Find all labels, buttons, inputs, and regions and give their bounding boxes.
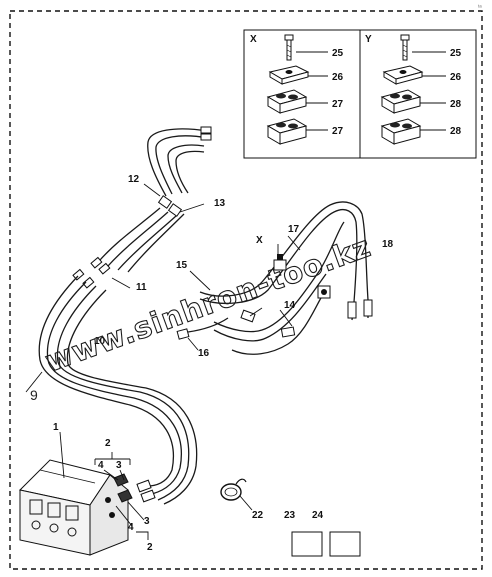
clamp-half-icon bbox=[380, 89, 422, 114]
hose-clip-icon bbox=[220, 478, 247, 501]
callout-9: 9 bbox=[30, 387, 38, 403]
corner-mark: ᵗᵃ bbox=[478, 4, 482, 11]
part-number: 26 bbox=[332, 72, 344, 83]
callout-16: 16 bbox=[198, 348, 210, 359]
leader-lines bbox=[25, 183, 301, 540]
part-number: 27 bbox=[332, 99, 344, 110]
clamp-half-icon bbox=[266, 118, 308, 145]
adapter-fitting-icon bbox=[113, 473, 133, 503]
bolt-icon bbox=[400, 34, 410, 61]
callout-22: 22 bbox=[252, 510, 264, 521]
callout-24: 24 bbox=[312, 510, 324, 521]
inset-view-x: X 25 26 bbox=[250, 34, 344, 145]
callout-x: X bbox=[256, 235, 263, 246]
part-number: 27 bbox=[332, 126, 344, 137]
callout-13: 13 bbox=[214, 198, 226, 209]
hose-bundle-right bbox=[176, 201, 373, 355]
callout-3: 3 bbox=[144, 516, 150, 527]
callout-23: 23 bbox=[284, 510, 296, 521]
inset-detail-box: X 25 26 bbox=[243, 29, 477, 159]
callout-10: 10 bbox=[94, 336, 106, 347]
outer-dashed-frame bbox=[9, 10, 483, 570]
callout-12: 12 bbox=[128, 174, 140, 185]
callout-2: 2 bbox=[105, 438, 111, 449]
decal-23 bbox=[291, 531, 323, 557]
callout-4: 4 bbox=[128, 522, 134, 533]
callout-11: 11 bbox=[136, 282, 147, 293]
callout-2: 2 bbox=[147, 542, 153, 553]
inset-view-label: Y bbox=[365, 34, 372, 45]
callout-14: 14 bbox=[284, 300, 296, 311]
clamp-half-icon bbox=[380, 118, 422, 145]
callout-4: 4 bbox=[98, 460, 104, 471]
hose-bundle-main bbox=[38, 126, 212, 505]
part-number: 26 bbox=[450, 72, 462, 83]
valve-block-icon bbox=[18, 459, 129, 556]
part-number: 25 bbox=[332, 48, 344, 59]
inset-view-label: X bbox=[250, 34, 257, 45]
decal-24 bbox=[329, 531, 361, 557]
clamp-half-icon bbox=[266, 89, 308, 114]
inset-view-y: Y 25 26 bbox=[365, 34, 462, 145]
callout-1: 1 bbox=[53, 422, 59, 433]
part-number: 28 bbox=[450, 126, 462, 137]
callout-18: 18 bbox=[382, 239, 394, 250]
callout-17: 17 bbox=[288, 224, 300, 235]
part-number: 25 bbox=[450, 48, 462, 59]
bolt-icon bbox=[284, 34, 294, 61]
clamp-plate-icon bbox=[268, 65, 310, 85]
callout-3: 3 bbox=[116, 460, 122, 471]
callout-15: 15 bbox=[176, 260, 188, 271]
clamp-plate-icon bbox=[382, 65, 424, 85]
part-number: 28 bbox=[450, 99, 462, 110]
